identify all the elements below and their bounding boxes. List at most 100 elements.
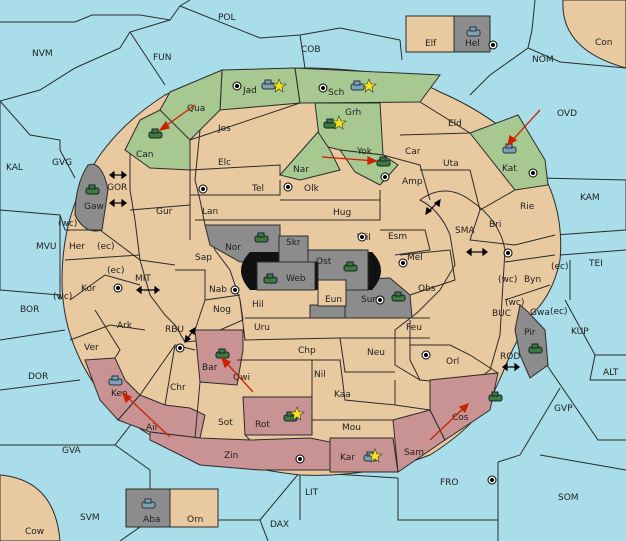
label-rot: Rot: [255, 420, 270, 430]
label-zin: Zin: [224, 451, 238, 461]
supply-center-icon: [503, 248, 513, 258]
label-rbu: RBU: [165, 325, 184, 335]
arrow-order-icon: [220, 356, 254, 393]
arrow-order-icon: [158, 104, 196, 132]
region-pir[interactable]: [514, 304, 549, 379]
double-arrow-icon: [502, 362, 520, 372]
tank-unit-icon: [263, 273, 278, 284]
tank-unit-icon: [466, 26, 481, 37]
sea-labels: POL NVM FUN COB NOM Con OVD KAL GVG GOR …: [6, 13, 619, 537]
label-jos: Jos: [217, 124, 231, 134]
label-kar: Kar: [340, 453, 355, 463]
label-nab: Nab: [209, 285, 227, 295]
tank-unit-icon: [85, 184, 100, 195]
label-sap: Sap: [195, 253, 212, 263]
label-sot: Sot: [218, 418, 233, 428]
label-elc: Elc: [218, 158, 231, 168]
label-eld: Eld: [448, 119, 462, 129]
label-can: Can: [136, 150, 154, 160]
label-alt: ALT: [603, 368, 619, 378]
coast-her-ec: (ec): [97, 242, 115, 252]
label-cos: Cos: [452, 413, 469, 423]
label-rie: Rie: [520, 202, 535, 212]
label-chp: Chp: [298, 346, 316, 356]
label-rod: ROD: [500, 352, 520, 362]
label-kor: Kor: [81, 284, 96, 294]
tank-unit-icon: [254, 232, 269, 243]
label-car: Car: [405, 147, 421, 157]
label-kal: KAL: [6, 163, 23, 173]
tank-unit-icon: [141, 498, 156, 509]
home-star-icon: [367, 448, 383, 463]
supply-center-icon: [175, 343, 185, 353]
double-arrow-icon: [425, 198, 441, 216]
label-ail: Ail: [146, 423, 157, 433]
label-ken: Ken: [111, 389, 128, 399]
region-gaw[interactable]: [74, 163, 109, 232]
supply-center-icon: [488, 40, 498, 50]
region-con[interactable]: [562, 0, 626, 69]
supply-center-icon: [398, 258, 408, 268]
home-markers: [271, 78, 383, 463]
land-labels: Elf Hel Jad Sch Grh Qua Jos Can Elc Nar …: [69, 39, 550, 525]
region-rot[interactable]: [242, 396, 313, 436]
region-eun-gray: [309, 304, 346, 319]
label-dor: DOR: [28, 372, 48, 382]
label-mvu: MVU: [36, 242, 57, 252]
supply-center-icon: [230, 285, 240, 295]
supply-center-icon: [113, 283, 123, 293]
arrow-order-icon: [507, 109, 541, 147]
label-mou: Mou: [342, 423, 361, 433]
label-gwa: Gwa: [530, 308, 550, 318]
home-star-icon: [271, 78, 287, 93]
double-arrow-icon: [466, 247, 488, 257]
label-mit: MIT: [135, 274, 151, 284]
supply-center-icon: [487, 475, 497, 485]
arrow-order-icon: [121, 391, 171, 438]
label-nom: NOM: [532, 55, 554, 65]
label-ver: Ver: [84, 343, 99, 353]
label-pir: Pir: [524, 328, 536, 338]
label-sch: Sch: [328, 88, 344, 98]
label-bar: Bar: [202, 363, 218, 373]
supply-center-icon: [380, 172, 390, 182]
label-uru: Uru: [254, 323, 270, 333]
label-nog: Nog: [213, 305, 231, 315]
double-arrow-icon: [109, 170, 127, 180]
label-ark: Ark: [117, 321, 133, 331]
label-yok: Yok: [356, 147, 373, 157]
region-elf[interactable]: [405, 15, 455, 53]
coast-kor-wc: (wc): [53, 292, 72, 302]
label-cob: COB: [301, 45, 321, 55]
label-svm: SVM: [80, 513, 100, 523]
label-kup: KUP: [571, 327, 589, 337]
label-kat: Kat: [502, 164, 517, 174]
label-web: Web: [286, 274, 306, 284]
coast-gwa-wc: (wc): [505, 298, 524, 308]
region-nar[interactable]: [279, 131, 341, 181]
label-ost: Ost: [316, 257, 332, 267]
label-fun: FUN: [153, 53, 172, 63]
label-nvm: NVM: [32, 49, 53, 59]
coast-labels: (wc) (ec) (ec) (wc) (wc) (ec) (wc) (ec): [53, 219, 569, 317]
label-qwi: Qwi: [233, 373, 250, 383]
label-gva: GVA: [62, 446, 82, 456]
supply-center-icon: [528, 168, 538, 178]
tank-unit-icon: [488, 391, 503, 402]
label-lit: LIT: [305, 488, 319, 498]
supply-center-icon: [421, 350, 431, 360]
region-orn[interactable]: [169, 488, 219, 528]
supply-center-icon: [198, 184, 208, 194]
label-nar: Nar: [293, 165, 309, 175]
inland-borders: [64, 101, 556, 441]
supply-center-icon: [232, 81, 242, 91]
coast-kor-ec: (ec): [107, 266, 125, 276]
label-sam: Sam: [404, 448, 424, 458]
passages: [109, 170, 520, 372]
coast-byn-ec: (ec): [551, 262, 569, 272]
region-eun[interactable]: [317, 279, 347, 307]
double-arrow-icon: [109, 198, 127, 208]
label-bri: Bri: [489, 220, 501, 230]
region-jad[interactable]: [219, 67, 301, 111]
label-mel: Mel: [407, 253, 423, 263]
